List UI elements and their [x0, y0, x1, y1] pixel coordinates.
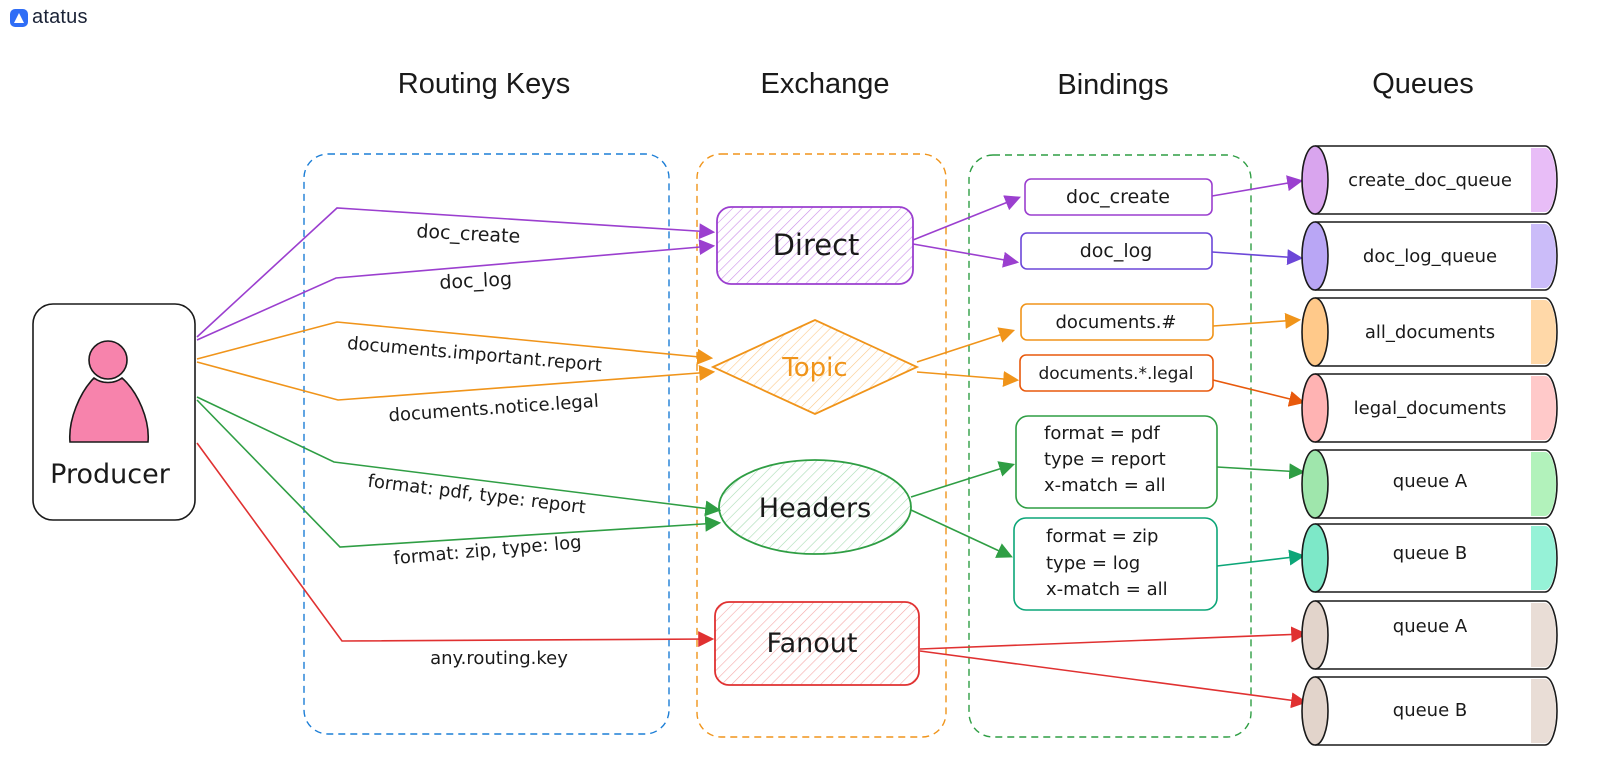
header-bindings: Bindings: [1057, 69, 1168, 101]
queue-headers-a-label: queue A: [1393, 471, 1468, 492]
exchange-headers-label: Headers: [759, 493, 871, 524]
routing-keys-group: [303, 153, 670, 735]
queue-fanout-a-label: queue A: [1393, 616, 1468, 637]
queue-create-doc-label: create_doc_queue: [1348, 170, 1512, 191]
binding-doc-create-box: [1024, 178, 1213, 216]
binding-headers-1-line2: type = report: [1044, 449, 1166, 470]
queue-arrows: [919, 175, 1308, 709]
routing-key-pdf-report: format: pdf, type: report: [366, 471, 586, 519]
queue-doc-log-label: doc_log_queue: [1363, 246, 1497, 267]
header-exchange: Exchange: [761, 68, 890, 100]
atatus-logo-icon: [10, 8, 28, 27]
queue-doc-log: doc_log_queue: [1301, 221, 1558, 291]
exchange-direct: Direct: [716, 206, 914, 285]
queue-legal-documents: legal_documents: [1301, 373, 1558, 443]
producer-person-icon: [69, 340, 149, 443]
producer-label: Producer: [50, 459, 171, 490]
binding-doc-create: doc_create: [1066, 186, 1170, 208]
binding-headers-2-line1: format = zip: [1046, 526, 1158, 547]
exchange-fanout: Fanout: [714, 601, 920, 686]
exchange-topic: Topic: [710, 319, 920, 415]
queue-create-doc: create_doc_queue: [1301, 145, 1558, 215]
queue-fanout-a: queue A: [1301, 600, 1558, 670]
header-queues: Queues: [1372, 68, 1474, 100]
binding-doc-log: doc_log: [1080, 240, 1153, 262]
binding-arrows: [910, 195, 1021, 558]
routing-key-important-report: documents.important.report: [346, 333, 602, 376]
binding-headers-2-box: [1013, 517, 1218, 611]
brand-logo: atatus: [10, 6, 88, 29]
binding-headers-2-line2: type = log: [1046, 553, 1140, 574]
exchange-fanout-label: Fanout: [767, 628, 858, 659]
routing-key-notice-legal: documents.notice.legal: [388, 391, 600, 427]
binding-documents-star-legal: documents.*.legal: [1038, 364, 1193, 384]
binding-documents-star-legal-box: [1019, 354, 1214, 392]
routing-key-doc-create: doc_create: [416, 220, 521, 247]
exchange-direct-label: Direct: [773, 228, 860, 262]
queue-headers-b: queue B: [1301, 523, 1558, 593]
binding-documents-hash: documents.#: [1056, 312, 1177, 333]
queue-headers-b-label: queue B: [1393, 543, 1467, 564]
route-arrows: [196, 207, 722, 648]
exchange-group: [696, 153, 947, 738]
brand-name: atatus: [32, 6, 88, 28]
queue-all-documents-label: all_documents: [1365, 322, 1495, 343]
binding-documents-hash-box: [1020, 303, 1214, 341]
binding-headers-1-line1: format = pdf: [1044, 423, 1160, 444]
exchange-topic-label: Topic: [781, 353, 847, 383]
binding-headers-1-box: [1015, 415, 1218, 509]
routing-key-doc-log: doc_log: [439, 268, 513, 294]
routing-key-any: any.routing.key: [430, 648, 568, 669]
binding-headers-2-line3: x-match = all: [1046, 579, 1168, 600]
exchange-headers: Headers: [718, 459, 912, 555]
queue-fanout-b-label: queue B: [1393, 700, 1467, 721]
bindings-group: [968, 154, 1252, 738]
binding-doc-log-box: [1020, 232, 1213, 270]
binding-headers-1-line3: x-match = all: [1044, 475, 1166, 496]
queue-legal-documents-label: legal_documents: [1354, 398, 1507, 419]
queue-fanout-b: queue B: [1301, 676, 1558, 746]
header-routing-keys: Routing Keys: [398, 68, 571, 100]
queue-headers-a: queue A: [1301, 449, 1558, 519]
queue-all-documents: all_documents: [1301, 297, 1558, 367]
